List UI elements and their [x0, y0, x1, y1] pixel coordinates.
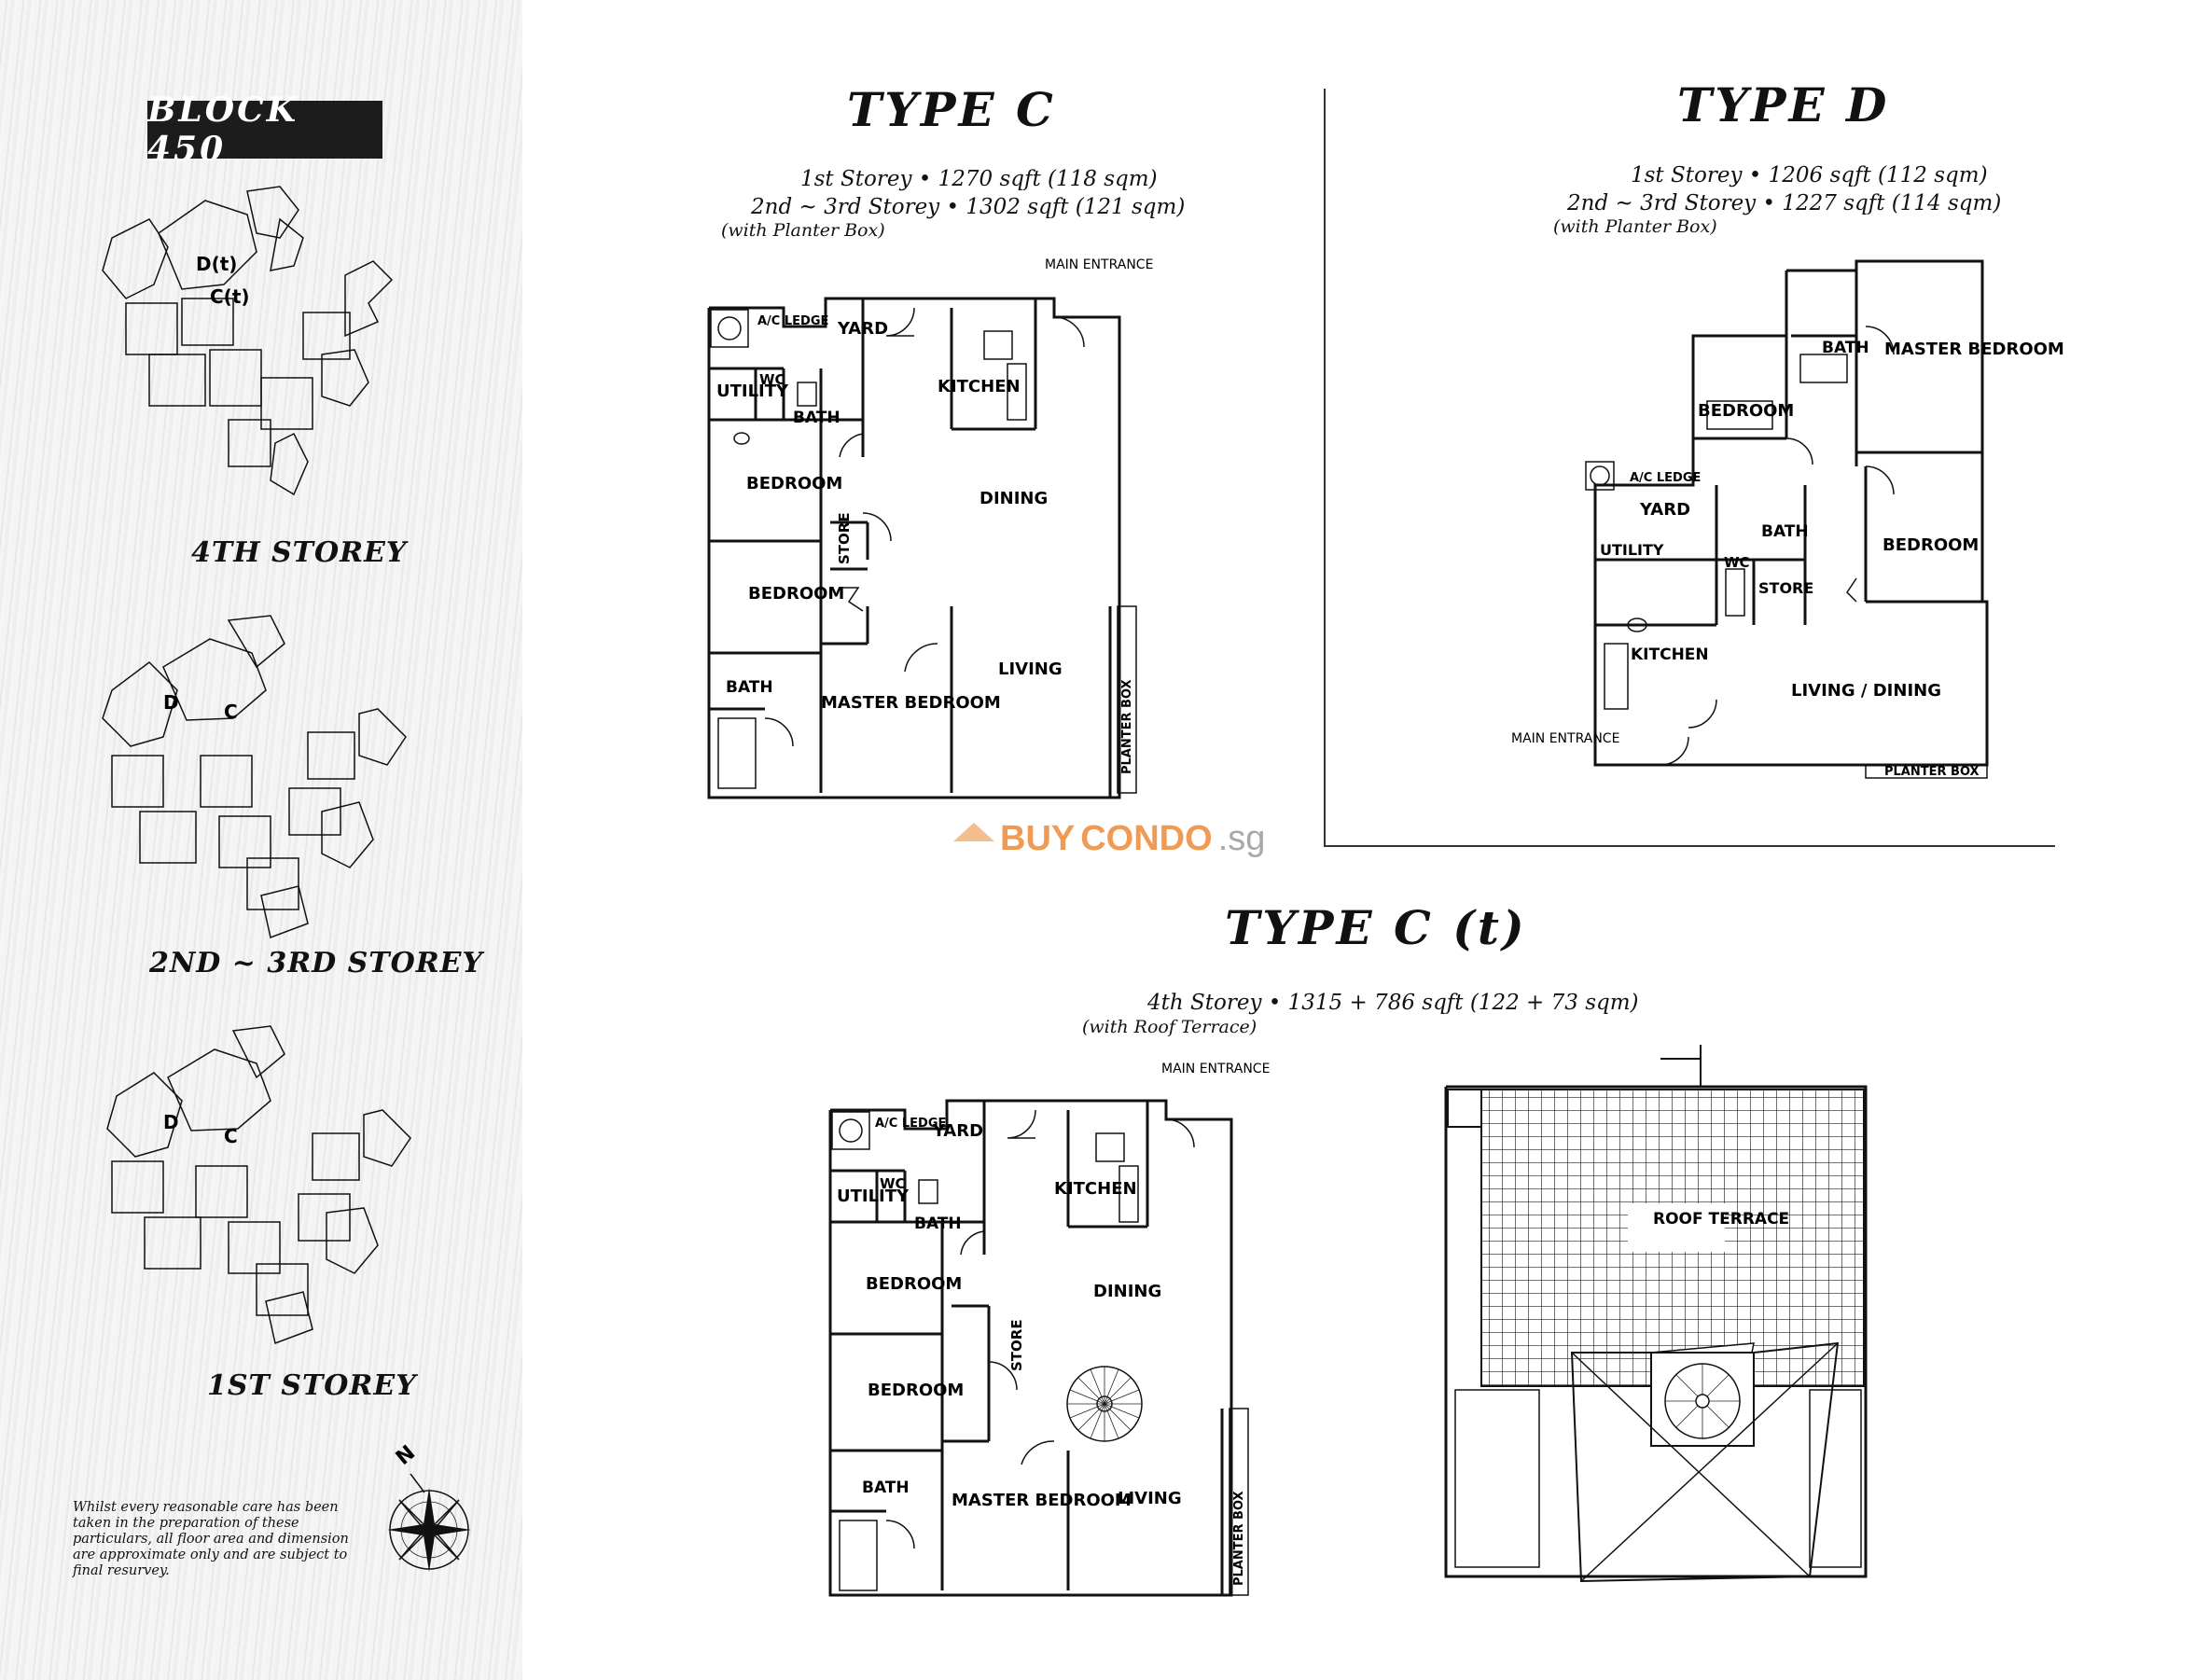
type-c-bath-2-label: BATH: [726, 678, 773, 697]
type-d-bath-2-label: BATH: [1761, 522, 1809, 541]
type-c-living-label: LIVING: [998, 660, 1063, 679]
type-d-wc-label: WC: [1724, 554, 1750, 571]
type-ct-floor-plan: A/C LEDGE YARD UTILITY WC BATH KITCHEN M…: [828, 1062, 1270, 1597]
type-d-bedroom-2-label: BEDROOM: [1882, 535, 1979, 555]
type-d-spec-2nd: 2nd ~ 3rd Storey • 1227 sqft (114 sqm): [1567, 191, 2002, 215]
disclaimer-text: Whilst every reasonable care has been ta…: [73, 1500, 349, 1578]
type-d-master-bedroom-label: MASTER BEDROOM: [1884, 340, 2064, 359]
type-d-note: (with Planter Box): [1553, 216, 1717, 237]
type-ct-bedroom-2-label: BEDROOM: [868, 1381, 964, 1400]
type-ct-spec: 4th Storey • 1315 + 786 sqft (122 + 73 s…: [1147, 991, 1639, 1015]
type-d-bedroom-1-label: BEDROOM: [1698, 401, 1794, 421]
type-c-wc-label: WC: [759, 371, 785, 388]
type-d-planter-box-label: PLANTER BOX: [1884, 765, 1980, 779]
type-c-title: TYPE C: [847, 82, 1056, 137]
type-c-spec-1st: 1st Storey • 1270 sqft (118 sqm): [800, 167, 1158, 191]
type-c-store-label: STORE: [836, 512, 853, 564]
type-d-main-entrance-label: MAIN ENTRANCE: [1511, 731, 1619, 746]
storey-label-1st: 1ST STOREY: [207, 1369, 417, 1402]
type-ct-yard-label: YARD: [932, 1121, 983, 1141]
unit-label-d-1st: D: [163, 1111, 179, 1133]
type-c-note: (with Planter Box): [721, 220, 885, 241]
type-d-bath-1-label: BATH: [1822, 339, 1869, 357]
type-ct-wc-label: WC: [880, 1175, 906, 1192]
roof-terrace-plan: ROOF TERRACE: [1444, 1045, 1868, 1583]
type-ct-utility-label: UTILITY: [837, 1187, 910, 1206]
type-d-ac-ledge-label: A/C LEDGE: [1630, 471, 1701, 485]
type-ct-bath-1-label: BATH: [914, 1215, 962, 1233]
type-ct-dining-label: DINING: [1093, 1282, 1161, 1301]
watermark-buy: BUY: [1000, 819, 1076, 858]
type-c-bedroom-1-label: BEDROOM: [746, 474, 842, 493]
type-c-yard-label: YARD: [837, 319, 888, 339]
site-plan-2nd-3rd-storey: D C: [102, 615, 407, 939]
type-c-dining-label: DINING: [979, 489, 1048, 508]
type-d-yard-label: YARD: [1639, 500, 1690, 520]
type-d-frame: [1324, 89, 2055, 847]
type-c-master-bedroom-label: MASTER BEDROOM: [821, 693, 1001, 713]
type-d-spec-1st: 1st Storey • 1206 sqft (112 sqm): [1631, 163, 1988, 187]
site-plan-4th-storey: D(t) C(t): [102, 186, 394, 496]
watermark-condo: CONDO: [1080, 819, 1213, 858]
type-d-utility-label: UTILITY: [1600, 541, 1664, 559]
type-c-utility-label: UTILITY: [716, 382, 789, 401]
type-ct-planter-box-label: PLANTER BOX: [1232, 1491, 1246, 1586]
unit-label-c: C: [224, 701, 238, 723]
type-c-bedroom-2-label: BEDROOM: [748, 584, 844, 604]
type-c-kitchen-label: KITCHEN: [938, 377, 1021, 396]
type-d-kitchen-label: KITCHEN: [1631, 646, 1709, 664]
block-badge: BLOCK 450: [147, 90, 382, 169]
sidebar-texture: [0, 0, 522, 1680]
watermark-sg: .sg: [1217, 819, 1266, 858]
type-d-store-label: STORE: [1758, 579, 1813, 597]
type-c-planter-box-label: PLANTER BOX: [1120, 679, 1134, 774]
type-c-main-entrance-label: MAIN ENTRANCE: [1045, 257, 1153, 272]
compass-north-label: N: [392, 1441, 420, 1470]
type-c-spec-2nd: 2nd ~ 3rd Storey • 1302 sqft (121 sqm): [751, 195, 1186, 219]
house-icon: [953, 822, 994, 841]
storey-label-2nd-3rd: 2ND ~ 3RD STOREY: [149, 947, 483, 979]
unit-label-d: D: [163, 691, 179, 714]
type-ct-title: TYPE C (t): [1225, 900, 1527, 955]
unit-label-dt: D(t): [196, 253, 237, 275]
compass-icon: N: [387, 1441, 471, 1572]
type-ct-store-label: STORE: [1008, 1319, 1025, 1371]
type-ct-bath-2-label: BATH: [862, 1479, 910, 1497]
type-ct-master-bedroom-label: MASTER BEDROOM: [952, 1491, 1132, 1510]
type-ct-note: (with Roof Terrace): [1082, 1017, 1257, 1037]
type-ct-main-entrance-label: MAIN ENTRANCE: [1161, 1062, 1270, 1076]
roof-terrace-label: ROOF TERRACE: [1653, 1210, 1789, 1229]
storey-label-4th: 4TH STOREY: [191, 536, 408, 569]
type-ct-living-label: LIVING: [1118, 1489, 1182, 1508]
type-ct-bedroom-1-label: BEDROOM: [866, 1274, 962, 1294]
type-c-bath-1-label: BATH: [793, 409, 840, 427]
type-d-floor-plan: BATH MASTER BEDROOM BEDROOM A/C LEDGE YA…: [1511, 259, 2064, 779]
type-d-title: TYPE D: [1677, 77, 1890, 132]
site-plan-1st-storey: D C: [106, 1025, 411, 1345]
unit-label-ct: C(t): [210, 285, 250, 308]
type-ct-ac-ledge-label: A/C LEDGE: [875, 1117, 946, 1131]
type-c-ac-ledge-label: A/C LEDGE: [757, 314, 828, 328]
type-d-living-dining-label: LIVING / DINING: [1791, 681, 1941, 701]
unit-label-c-1st: C: [224, 1125, 238, 1147]
type-ct-kitchen-label: KITCHEN: [1054, 1179, 1137, 1199]
type-c-floor-plan: A/C LEDGE YARD UTILITY WC BATH KITCHEN M…: [707, 257, 1153, 799]
